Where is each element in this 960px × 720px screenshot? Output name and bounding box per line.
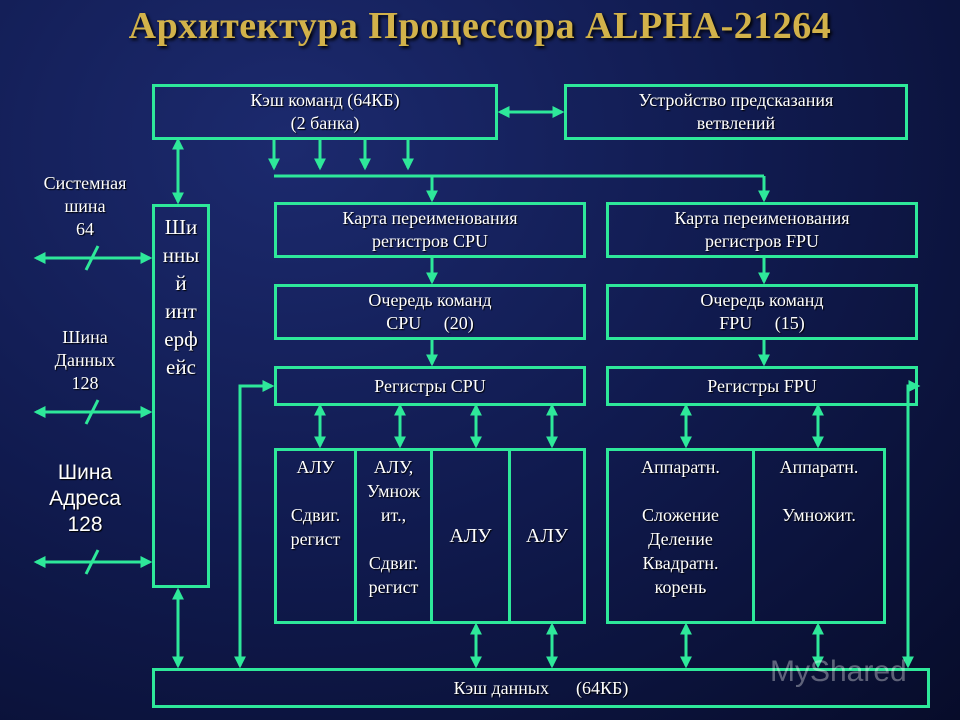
alu2-line2: Умнож bbox=[366, 481, 421, 501]
data-cache-label: Кэш данных (64КБ) bbox=[453, 677, 629, 698]
alu3-label: АЛУ bbox=[449, 525, 492, 547]
fpu-multiply-unit: Аппаратн. Умножит. bbox=[755, 451, 883, 621]
fpu-rename-map: Карта переименования регистров FPU bbox=[606, 202, 918, 258]
bus-interface-text-4: инт bbox=[165, 299, 197, 323]
fpu-mul-line1: Аппаратн. bbox=[779, 457, 859, 477]
bus-interface-text-6: ейс bbox=[166, 355, 196, 379]
fpu-rename-line1: Карта переименования bbox=[674, 208, 850, 228]
alu2-line3: ит., bbox=[380, 505, 407, 525]
data-bus-line2: Данных bbox=[54, 350, 116, 370]
branch-predictor-line2: ветвлений bbox=[696, 113, 776, 133]
system-bus-line1: Системная bbox=[43, 173, 127, 193]
alu2-line6: регист bbox=[368, 577, 419, 597]
alu2-line4 bbox=[391, 527, 396, 551]
alu-unit-4: АЛУ bbox=[511, 451, 583, 621]
instruction-cache-line2: (2 банка) bbox=[290, 113, 360, 133]
address-bus-line3: 128 bbox=[67, 513, 103, 536]
data-cache: Кэш данных (64КБ) bbox=[152, 668, 930, 708]
bus-interface: Ши нны й инт ерф ейс bbox=[152, 204, 210, 588]
bus-interface-text-5: ерф bbox=[164, 327, 198, 351]
system-bus-line3: 64 bbox=[76, 219, 94, 239]
cpu-queue-line2: CPU (20) bbox=[386, 313, 474, 333]
fpu-rename-line2: регистров FPU bbox=[704, 231, 820, 251]
branch-predictor: Устройство предсказания ветвлений bbox=[564, 84, 908, 140]
fpu-registers-label: Регистры FPU bbox=[707, 375, 817, 396]
fpu-queue-line2: FPU (15) bbox=[719, 313, 805, 333]
alu1-line1: АЛУ bbox=[296, 457, 335, 477]
cpu-queue-line1: Очередь команд bbox=[368, 290, 492, 310]
alu2-line5: Сдвиг. bbox=[368, 553, 419, 573]
cpu-registers: Регистры CPU bbox=[274, 366, 586, 406]
alu-shift-unit: АЛУ Сдвиг. регист bbox=[277, 451, 357, 621]
fpu-add-line3: Сложение bbox=[642, 505, 719, 525]
cpu-alu-block: АЛУ Сдвиг. регист АЛУ, Умнож ит., Сдвиг.… bbox=[274, 448, 586, 624]
branch-predictor-line1: Устройство предсказания bbox=[638, 90, 834, 110]
data-bus-line3: 128 bbox=[71, 373, 99, 393]
fpu-add-line4: Деление bbox=[648, 529, 713, 549]
bus-interface-text-3: й bbox=[175, 271, 187, 295]
watermark-logo: MyShared bbox=[770, 655, 907, 688]
data-bus-label: Шина Данных 128 bbox=[30, 326, 140, 395]
data-bus-line1: Шина bbox=[62, 327, 108, 347]
fpu-add-line5: Квадратн. bbox=[642, 553, 719, 573]
address-bus-label: Шина Адреса 128 bbox=[30, 460, 140, 538]
alu1-line3: Сдвиг. bbox=[290, 505, 341, 525]
fpu-unit-block: Аппаратн. Сложение Деление Квадратн. кор… bbox=[606, 448, 886, 624]
alu-unit-3: АЛУ bbox=[433, 451, 511, 621]
alu-multiply-shift-unit: АЛУ, Умнож ит., Сдвиг. регист bbox=[357, 451, 433, 621]
instruction-cache-line1: Кэш команд (64КБ) bbox=[250, 90, 400, 110]
fpu-registers: Регистры FPU bbox=[606, 366, 918, 406]
system-bus-label: Системная шина 64 bbox=[30, 172, 140, 241]
address-bus-line1: Шина bbox=[57, 461, 113, 484]
alu2-line1: АЛУ, bbox=[373, 457, 414, 477]
alu1-line2 bbox=[313, 479, 318, 503]
fpu-mul-line3: Умножит. bbox=[782, 505, 856, 525]
fpu-instruction-queue: Очередь команд FPU (15) bbox=[606, 284, 918, 340]
cpu-rename-line2: регистров CPU bbox=[371, 231, 489, 251]
cpu-instruction-queue: Очередь команд CPU (20) bbox=[274, 284, 586, 340]
fpu-mul-line2 bbox=[817, 479, 822, 503]
alu4-label: АЛУ bbox=[525, 525, 569, 547]
cpu-rename-line1: Карта переименования bbox=[342, 208, 518, 228]
page-title: Архитектура Процессора ALPHA-21264 bbox=[128, 5, 832, 47]
alu1-line4: регист bbox=[290, 529, 341, 549]
bus-interface-text-1: Ши bbox=[164, 215, 198, 239]
fpu-add-line1: Аппаратн. bbox=[641, 457, 720, 477]
instruction-cache: Кэш команд (64КБ) (2 банка) bbox=[152, 84, 498, 140]
cpu-registers-label: Регистры CPU bbox=[374, 375, 486, 396]
fpu-add-line6: корень bbox=[654, 577, 707, 597]
cpu-rename-map: Карта переименования регистров CPU bbox=[274, 202, 586, 258]
bus-interface-text-2: нны bbox=[162, 243, 200, 267]
system-bus-line2: шина bbox=[64, 196, 106, 216]
address-bus-line2: Адреса bbox=[49, 487, 121, 510]
fpu-queue-line1: Очередь команд bbox=[700, 290, 824, 310]
fpu-add-divide-unit: Аппаратн. Сложение Деление Квадратн. кор… bbox=[609, 451, 755, 621]
fpu-add-line2 bbox=[678, 479, 683, 503]
